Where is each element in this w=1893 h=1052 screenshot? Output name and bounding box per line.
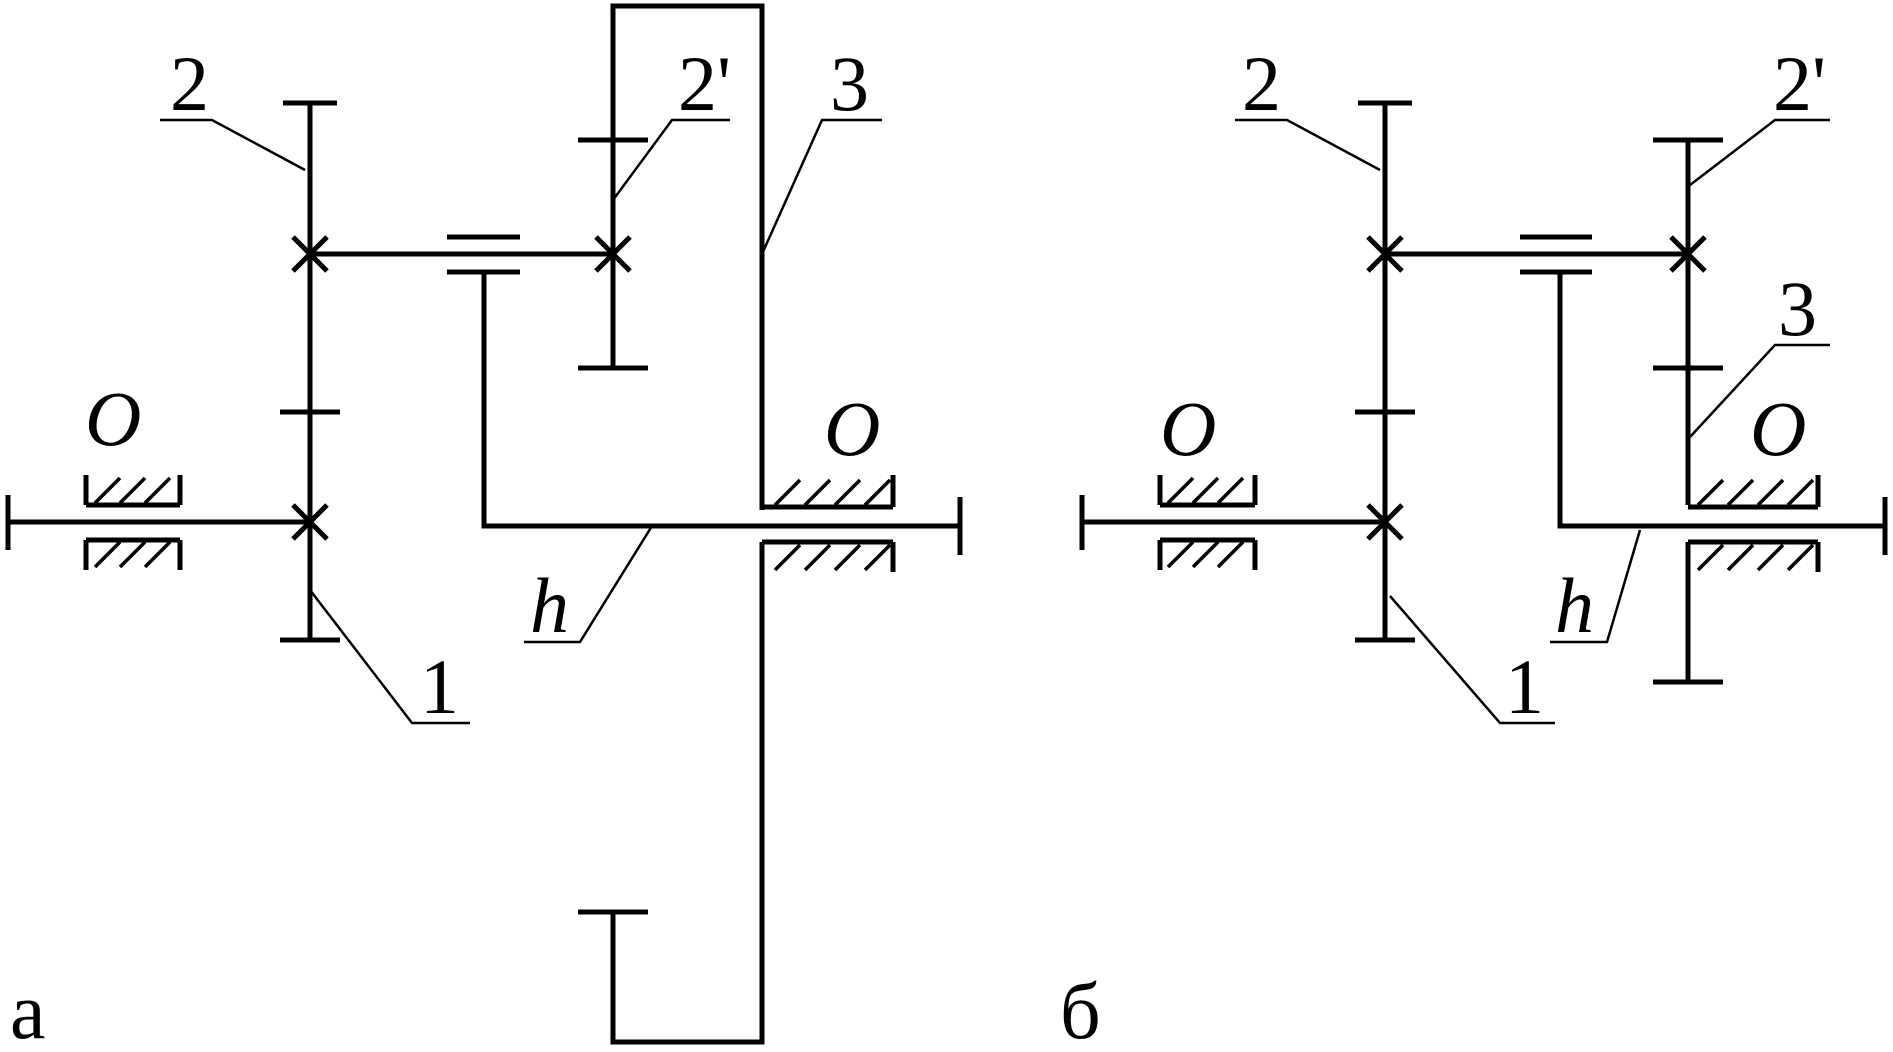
carrier-h-b — [1557, 272, 1885, 529]
leader-gear-1-b — [1389, 595, 1555, 725]
label-support-left-b: O — [1160, 385, 1216, 472]
label-support-left-a: O — [85, 375, 141, 462]
gear-2-prime-pivot-b — [1669, 235, 1707, 273]
leader-gear-2-a — [160, 118, 306, 172]
label-gear-2-a: 2 — [170, 40, 209, 127]
label-gear-2-prime-a: 2' — [678, 40, 731, 127]
panel-a: 2 2' 3 h 1 O O а — [5, 3, 963, 1052]
panel-b: 2 2' 3 h 1 O O б — [1060, 40, 1888, 1052]
leader-carrier-h-b — [1550, 529, 1642, 644]
leader-gear-2-prime-b — [1689, 118, 1830, 186]
ring-gear-3-lower-a — [610, 542, 765, 1045]
label-gear-2-b: 2 — [1242, 40, 1281, 127]
panel-caption-a: а — [10, 968, 46, 1052]
ring-gear-3-upper-a — [610, 3, 765, 510]
label-support-right-b: O — [1750, 385, 1806, 472]
left-bearing-a — [83, 475, 183, 570]
label-gear-1-a: 1 — [420, 643, 459, 730]
carrier-h-a — [481, 272, 960, 529]
leader-gear-3-a — [760, 118, 882, 255]
label-gear-2-prime-b: 2' — [1773, 40, 1826, 127]
right-bearing-b — [1688, 475, 1821, 572]
panel-caption-b: б — [1060, 968, 1101, 1052]
gear-2-prime-pivot-a — [594, 235, 632, 273]
label-gear-3-a: 3 — [830, 40, 869, 127]
gear-1-pivot-a — [291, 503, 329, 541]
leader-gear-2-b — [1235, 118, 1381, 172]
gear-1-pivot-b — [1366, 503, 1404, 541]
label-carrier-h-a: h — [530, 562, 569, 649]
leader-carrier-h-a — [524, 525, 654, 644]
right-bearing-a — [762, 475, 896, 572]
left-bearing-b — [1157, 475, 1258, 570]
label-support-right-a: O — [824, 385, 880, 472]
leader-gear-1-a — [309, 589, 470, 725]
label-gear-3-b: 3 — [1778, 265, 1817, 352]
leader-gear-3-b — [1689, 343, 1830, 438]
label-carrier-h-b: h — [1555, 562, 1594, 649]
label-gear-1-b: 1 — [1505, 643, 1544, 730]
leader-gear-2-prime-a — [611, 118, 730, 201]
